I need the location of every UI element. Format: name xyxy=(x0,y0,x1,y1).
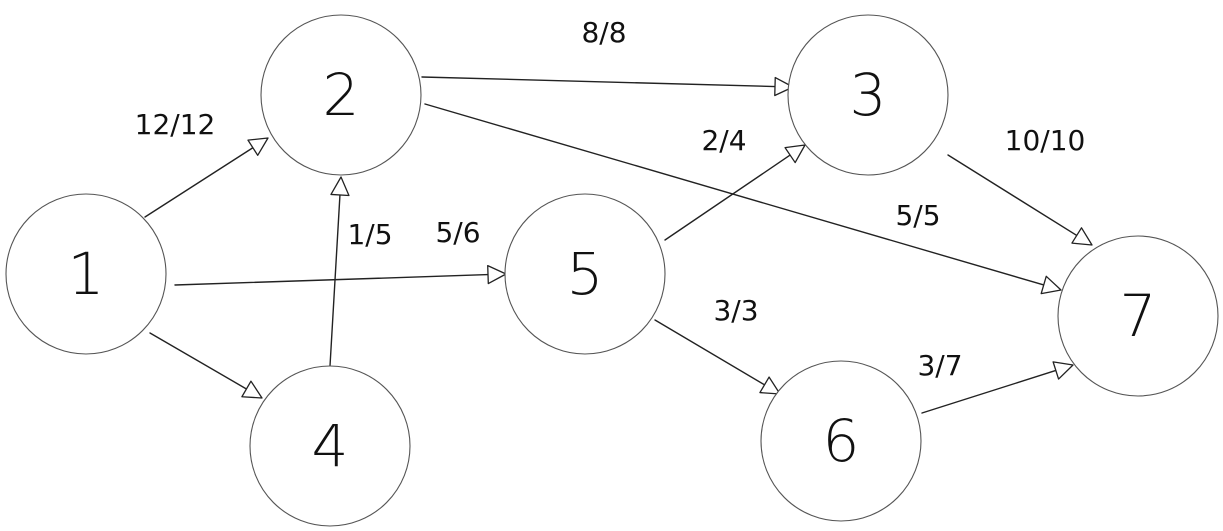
node-circle-3 xyxy=(787,14,949,176)
node-label-7: 7 xyxy=(1120,282,1157,350)
arrowhead-5-6 xyxy=(759,376,781,395)
node-2: 2 xyxy=(260,14,422,176)
edge-label-1-5: 5/6 xyxy=(435,216,480,249)
node-label-4: 4 xyxy=(312,412,349,480)
arrowhead-5-3 xyxy=(784,144,806,164)
edge-2-3 xyxy=(421,76,776,88)
nodes-layer: 1 2 3 4 5 6 7 xyxy=(5,14,1219,527)
arrowhead-1-4 xyxy=(241,380,263,399)
node-5: 5 xyxy=(504,193,666,355)
node-label-6: 6 xyxy=(823,407,860,475)
node-4: 4 xyxy=(249,365,411,527)
edge-4-2 xyxy=(329,194,341,367)
arrowhead-4-2 xyxy=(330,176,350,197)
edge-label-2-7: 5/5 xyxy=(895,199,940,232)
node-label-2: 2 xyxy=(323,61,360,129)
edge-2-7 xyxy=(424,103,1045,286)
edge-5-6 xyxy=(654,319,766,386)
edge-label-6-7: 3/7 xyxy=(917,349,962,382)
node-circle-4 xyxy=(249,365,411,527)
edge-label-2-3: 8/8 xyxy=(581,16,626,49)
arrowhead-2-3 xyxy=(774,76,794,97)
edge-labels-layer: 12/12 5/6 1/5 8/8 5/5 2/4 3/3 10/10 3/7 xyxy=(135,16,1086,382)
node-circle-2 xyxy=(260,14,422,176)
node-label-5: 5 xyxy=(567,240,604,308)
edge-1-2 xyxy=(144,147,254,218)
node-label-3: 3 xyxy=(850,61,887,129)
node-7: 7 xyxy=(1057,235,1219,397)
edge-1-4 xyxy=(149,332,248,390)
node-label-1: 1 xyxy=(68,240,105,308)
edge-6-7 xyxy=(921,369,1057,414)
edge-label-3-7: 10/10 xyxy=(1005,124,1086,157)
edge-5-3 xyxy=(664,154,791,241)
edge-label-4-2: 1/5 xyxy=(347,218,392,251)
node-circle-1 xyxy=(5,193,167,355)
node-6: 6 xyxy=(760,360,922,522)
node-circle-7 xyxy=(1057,235,1219,397)
arrowhead-6-7 xyxy=(1052,361,1074,380)
node-circle-6 xyxy=(760,360,922,522)
arrowhead-1-5 xyxy=(487,264,507,285)
edge-3-7 xyxy=(947,154,1078,237)
node-1: 1 xyxy=(5,193,167,355)
node-3: 3 xyxy=(787,14,949,176)
edge-label-1-2: 12/12 xyxy=(135,108,216,141)
arrowhead-2-7 xyxy=(1040,275,1062,295)
arrowhead-1-2 xyxy=(247,137,269,156)
edge-label-5-6: 3/3 xyxy=(713,294,758,327)
node-circle-5 xyxy=(504,193,666,355)
edge-1-5 xyxy=(174,273,489,286)
edges-layer xyxy=(144,76,1093,414)
arrowhead-3-7 xyxy=(1071,227,1093,246)
edge-label-5-3: 2/4 xyxy=(701,124,746,157)
